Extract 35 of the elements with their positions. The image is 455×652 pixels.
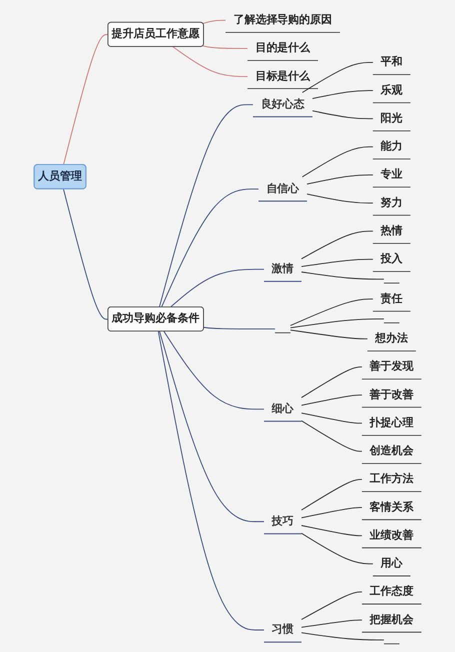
connector: [300, 394, 362, 406]
connector: [300, 272, 384, 280]
connector: [300, 620, 362, 628]
connector: [290, 298, 374, 326]
connector: [62, 188, 108, 320]
connector: [203, 326, 276, 330]
connector: [312, 110, 374, 120]
connector: [302, 146, 374, 178]
connector: [202, 20, 226, 24]
connector: [300, 525, 362, 536]
connector: [306, 174, 374, 184]
connector: [163, 330, 264, 410]
connector: [158, 104, 254, 308]
connector: [300, 366, 362, 398]
connector: [158, 330, 264, 522]
connector: [172, 46, 248, 77]
connector: [62, 34, 108, 166]
connector: [300, 479, 362, 510]
connector: [290, 330, 368, 340]
connector: [300, 420, 362, 452]
connector: [300, 230, 374, 260]
connector: [300, 507, 362, 518]
connector: [306, 194, 374, 204]
connector: [300, 412, 362, 424]
connector: [300, 532, 374, 564]
connector: [158, 330, 264, 630]
connector: [300, 591, 362, 620]
connector: [300, 258, 374, 267]
connector: [290, 318, 384, 328]
connector: [300, 632, 384, 640]
connector: [312, 90, 374, 99]
connector: [302, 62, 374, 93]
connector: [160, 188, 259, 308]
connector: [202, 45, 248, 49]
connector: [170, 268, 264, 308]
